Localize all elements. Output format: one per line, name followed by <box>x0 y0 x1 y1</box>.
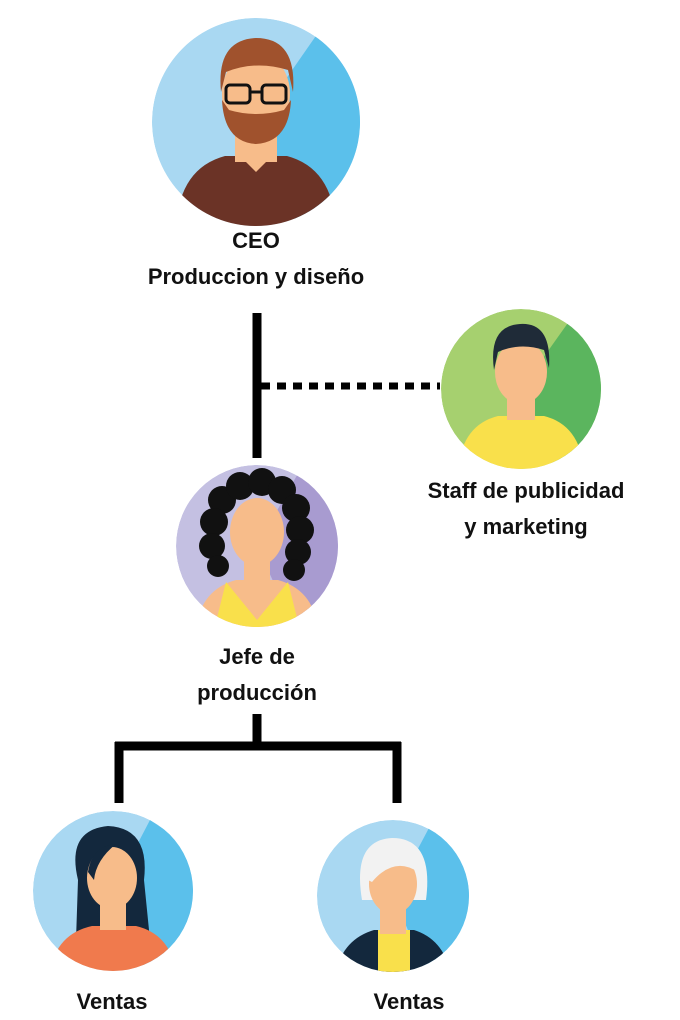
gray-haired-woman-icon <box>317 820 469 972</box>
ventas-right-label: Ventas <box>339 984 479 1020</box>
ceo-role: CEO <box>232 228 280 253</box>
connectors <box>114 313 440 803</box>
ventas-left-text: Ventas <box>76 989 148 1014</box>
ceo-label: CEO Produccion y diseño <box>106 223 406 295</box>
ventas-left-label: Ventas <box>42 984 182 1020</box>
jefe-label-line1: Jefe de <box>219 644 295 669</box>
staff-label: Staff de publicidad y marketing <box>398 473 654 545</box>
young-man-icon <box>441 309 601 469</box>
jefe-label-line2: producción <box>197 680 317 705</box>
ceo-area: Produccion y diseño <box>147 264 365 289</box>
bearded-man-with-glasses-icon <box>152 18 360 226</box>
curly-haired-woman-icon <box>176 465 338 627</box>
ventas-right-text: Ventas <box>373 989 445 1014</box>
jefe-label: Jefe de producción <box>157 639 357 711</box>
staff-label-line2: y marketing <box>464 514 588 539</box>
long-haired-woman-icon <box>33 811 193 971</box>
staff-label-line1: Staff de publicidad <box>427 478 625 503</box>
